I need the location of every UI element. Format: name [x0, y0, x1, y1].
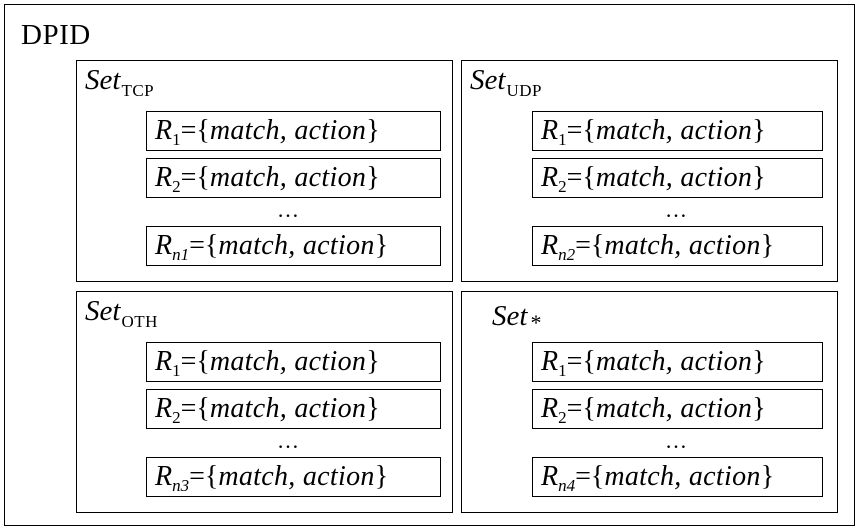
dpid-label: DPID — [21, 19, 91, 51]
set-tcp-rule-2: R2={match, action} — [146, 158, 441, 198]
set-udp-rule-1: R1={match, action} — [532, 111, 823, 151]
set-tcp-subscript: TCP — [121, 81, 155, 100]
set-udp-rule-2: R2={match, action} — [532, 158, 823, 198]
set-star-rule-n: Rn4={match, action} — [532, 457, 823, 497]
set-oth-rule-1: R1={match, action} — [146, 342, 441, 382]
set-oth-title: SetOTH — [85, 295, 158, 331]
set-star-title: Set* — [492, 300, 542, 335]
set-tcp-title: SetTCP — [85, 64, 155, 100]
set-udp-rule-n: Rn2={match, action} — [532, 226, 823, 266]
set-tcp: SetTCP R1={match, action} R2={match, act… — [76, 60, 453, 282]
set-udp-ellipsis: … — [665, 197, 688, 222]
set-tcp-rule-1: R1={match, action} — [146, 111, 441, 151]
set-star: Set* R1={match, action} R2={match, actio… — [461, 291, 838, 513]
set-oth-rule-n: Rn3={match, action} — [146, 457, 441, 497]
set-star-ellipsis: … — [665, 428, 688, 453]
set-oth-subscript: OTH — [121, 312, 158, 331]
set-star-rule-1: R1={match, action} — [532, 342, 823, 382]
set-udp-subscript: UDP — [506, 81, 542, 100]
set-tcp-ellipsis: … — [277, 197, 300, 222]
set-udp: SetUDP R1={match, action} R2={match, act… — [461, 60, 838, 282]
set-udp-title: SetUDP — [470, 64, 542, 100]
set-oth-rule-2: R2={match, action} — [146, 389, 441, 429]
set-oth-ellipsis: … — [277, 428, 300, 453]
set-star-subscript: * — [530, 310, 542, 335]
dpid-container: DPID SetTCP R1={match, action} R2={match… — [4, 4, 855, 526]
set-oth: SetOTH R1={match, action} R2={match, act… — [76, 291, 453, 513]
set-tcp-rule-n: Rn1={match, action} — [146, 226, 441, 266]
set-star-rule-2: R2={match, action} — [532, 389, 823, 429]
